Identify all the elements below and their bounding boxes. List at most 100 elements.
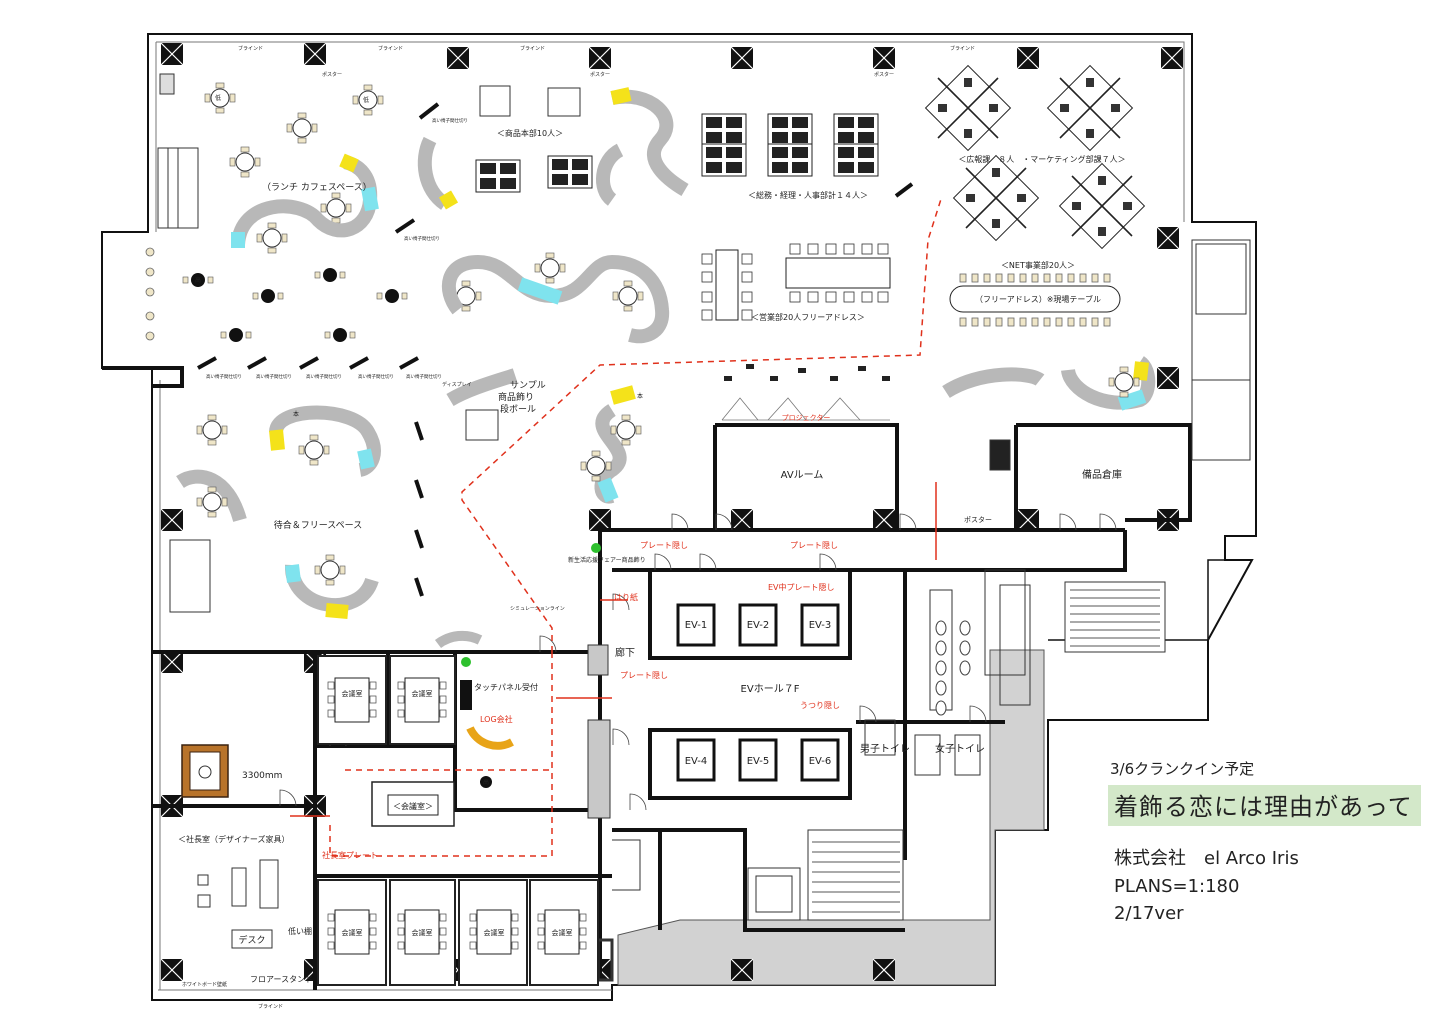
- floor-stand-label: フロアースタンド: [250, 975, 313, 984]
- seat-low: 低: [215, 94, 221, 102]
- net-dept: ＜NET事業部20人＞ （フリーアドレス）※現場テーブル: [949, 260, 1121, 327]
- sim-line-label: シミュレーションライン: [510, 606, 565, 612]
- av-room-label: AVルーム: [781, 469, 824, 481]
- blind-label: ブラインド: [258, 1003, 283, 1010]
- pr-marketing-dept: ＜広報課 ８人 ・マーケティング部課７人＞: [924, 64, 1146, 250]
- free-address-label: （フリーアドレス）※現場テーブル: [975, 294, 1101, 304]
- project-title: 着飾る恋には理由があって: [1108, 785, 1421, 826]
- blind-label: ブラインド: [950, 45, 975, 52]
- schedule-note: 3/6クランクイン予定: [1110, 760, 1255, 778]
- interior-walls: [152, 423, 1192, 990]
- product-dept-label: ＜商品本部10人＞: [497, 128, 563, 138]
- mens-toilet-label: 男子トイレ: [860, 743, 910, 755]
- reception: タッチパネル受付: [460, 543, 601, 788]
- meeting-room-label: 会議室: [342, 689, 363, 698]
- lounge-bench: [417, 87, 689, 344]
- plate-hide-label-3: プレート隠し: [620, 670, 668, 680]
- blind-label: ブラインド: [520, 45, 545, 52]
- whiteboard-label: ホワイトボード壁紙: [182, 981, 227, 988]
- seat-book: 本: [637, 392, 643, 400]
- meeting-room-label: 会議室: [484, 928, 505, 937]
- right-lounge: [942, 356, 1156, 411]
- projector-label: プロジェクター: [782, 413, 831, 422]
- ev-3-label: EV-3: [809, 620, 832, 631]
- partition-label: 高い椅子間仕切り: [206, 373, 242, 380]
- president-room-label: ＜社長室（デザイナーズ家具）: [178, 834, 289, 844]
- reflection-hide-label: うつり隠し: [800, 700, 840, 710]
- version-note: 2/17ver: [1114, 903, 1184, 924]
- waiting-area: 待合＆フリースペース サンプル 商品飾り 段ボール: [169, 368, 642, 649]
- sales-dept: ＜営業部20人フリーアドレス＞: [701, 243, 891, 322]
- red-annotations: プレート隠し プレート隠し プレート隠し EV中プレート隠し はり紙 うつり隠し…: [322, 540, 840, 860]
- sales-dept-label: ＜営業部20人フリーアドレス＞: [751, 312, 865, 322]
- meeting-room-label: 会議室: [412, 689, 433, 698]
- poster-label: ポスター: [590, 71, 610, 78]
- general-affairs-dept: ＜総務・経理・人事部計１４人＞: [701, 113, 879, 200]
- general-affairs-label: ＜総務・経理・人事部計１４人＞: [748, 190, 868, 200]
- president-room: 3300mm ＜社長室（デザイナーズ家具） デスク 低い棚 フロアースタンド ホ…: [178, 744, 313, 988]
- log-company-label: LOG会社: [480, 714, 513, 724]
- reception-label: タッチパネル受付: [474, 682, 538, 692]
- scale-note: PLANS=1:180: [1114, 876, 1240, 897]
- building-outline: [101, 33, 1257, 1001]
- seat-markers: 低 低 高 高 本 本: [195, 94, 643, 786]
- meeting-room-label: 会議室: [412, 928, 433, 937]
- partitions: [197, 102, 914, 597]
- ev-hall-label: EVホール７F: [741, 683, 800, 695]
- av-room-fixtures: プロジェクター ポスター: [721, 364, 992, 524]
- desk-label: デスク: [238, 934, 265, 946]
- partition-label: 高い椅子間仕切り: [404, 235, 440, 242]
- display-label: ディスプレイ: [442, 381, 472, 388]
- pr-marketing-label: ＜広報課 ８人 ・マーケティング部課７人＞: [958, 154, 1125, 164]
- meeting-room-label: 会議室: [552, 928, 573, 937]
- sample-label-3: 段ボール: [500, 403, 536, 415]
- ev-plate-hide-label: EV中プレート隠し: [768, 582, 835, 592]
- route-arrows: [290, 482, 937, 817]
- president-plate-label: 社長室プレート: [322, 850, 378, 860]
- cafe-area: （ランチ カフェスペース）: [145, 73, 644, 343]
- ev-2-label: EV-2: [747, 620, 770, 631]
- waiting-label: 待合＆フリースペース: [274, 519, 362, 531]
- seat-high: 高: [195, 276, 201, 284]
- plate-hide-label-1: プレート隠し: [640, 540, 688, 550]
- partition-label: 高い椅子間仕切り: [432, 117, 468, 124]
- poster-label: ポスター: [964, 515, 992, 524]
- partition-label: 高い椅子間仕切り: [256, 373, 292, 380]
- blind-label: ブラインド: [238, 45, 263, 52]
- room-labels: AVルーム 備品倉庫 EVホール７F 廊下 男子トイレ 女子トイレ: [615, 468, 1122, 755]
- corridor-label: 廊下: [615, 646, 635, 659]
- partition-label: 高い椅子間仕切り: [406, 373, 442, 380]
- center-meeting-label: ＜会議室＞: [393, 801, 433, 811]
- misc-labels: ブラインド ブラインド ブラインド ブラインド ブラインド ポスター ポスター …: [195, 45, 975, 1010]
- stairs-and-cores: [587, 239, 1251, 982]
- ev-1-label: EV-1: [685, 620, 708, 631]
- poster-label: ポスター: [322, 71, 342, 78]
- seat-book: 本: [293, 410, 299, 418]
- company-name: 株式会社 el Arco Iris: [1114, 848, 1299, 869]
- plate-hide-label-2: プレート隠し: [790, 540, 838, 550]
- seat-low: 低: [363, 96, 369, 104]
- sample-label: サンプル: [510, 380, 546, 391]
- ev-6-label: EV-6: [809, 756, 832, 767]
- womens-toilet-label: 女子トイレ: [935, 742, 985, 755]
- product-dept: ＜商品本部10人＞: [475, 85, 593, 193]
- partition-label: 高い椅子間仕切り: [358, 373, 394, 380]
- elevators: EV-1 EV-2 EV-3 EV-4 EV-5 EV-6: [676, 603, 840, 782]
- ev-5-label: EV-5: [747, 756, 770, 767]
- seat-high: 高: [483, 778, 489, 786]
- dimension-label: 3300mm: [242, 771, 282, 781]
- ev-4-label: EV-4: [685, 756, 708, 767]
- net-dept-label: ＜NET事業部20人＞: [1001, 260, 1075, 270]
- poster-label: ポスター: [874, 71, 894, 78]
- meeting-rooms: 会議室 会議室 ＜会議室＞ 会議室 会議室 会議室 会議室: [317, 655, 599, 986]
- low-shelf-label: 低い棚: [288, 926, 312, 936]
- event-display-label: 新生活応援フェアー商品飾り: [568, 556, 646, 564]
- partition-label: 高い椅子間仕切り: [306, 373, 342, 380]
- title-block: 3/6クランクイン予定 着飾る恋には理由があって 株式会社 el Arco Ir…: [1108, 758, 1428, 924]
- blind-label: ブラインド: [378, 45, 403, 52]
- route-line: [329, 195, 943, 857]
- meeting-room-label: 会議室: [342, 928, 363, 937]
- sample-label-2: 商品飾り: [498, 391, 534, 403]
- paper-label: はり紙: [614, 592, 638, 602]
